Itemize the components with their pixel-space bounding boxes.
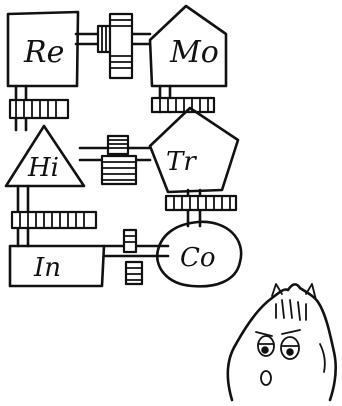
connector-mo-tr: [152, 86, 214, 112]
node-mo: Mo: [150, 6, 226, 86]
node-re-label: Re: [23, 35, 64, 70]
blob-creature-icon: [228, 284, 336, 400]
node-mo-label: Mo: [169, 35, 219, 70]
node-tr: Tr: [150, 108, 238, 192]
node-co-label: Co: [180, 243, 216, 273]
connector-hi-tr: [80, 136, 150, 184]
connector-hi-in: [12, 186, 96, 246]
connector-re-hi: [10, 86, 68, 130]
node-re: Re: [8, 12, 78, 86]
connector-re-mo: [76, 14, 150, 78]
node-in: In: [10, 246, 104, 286]
node-hi: Hi: [6, 126, 84, 186]
node-tr-label: Tr: [166, 147, 197, 177]
node-co: Co: [157, 222, 241, 287]
node-in-label: In: [33, 253, 61, 283]
node-hi-label: Hi: [27, 153, 59, 183]
